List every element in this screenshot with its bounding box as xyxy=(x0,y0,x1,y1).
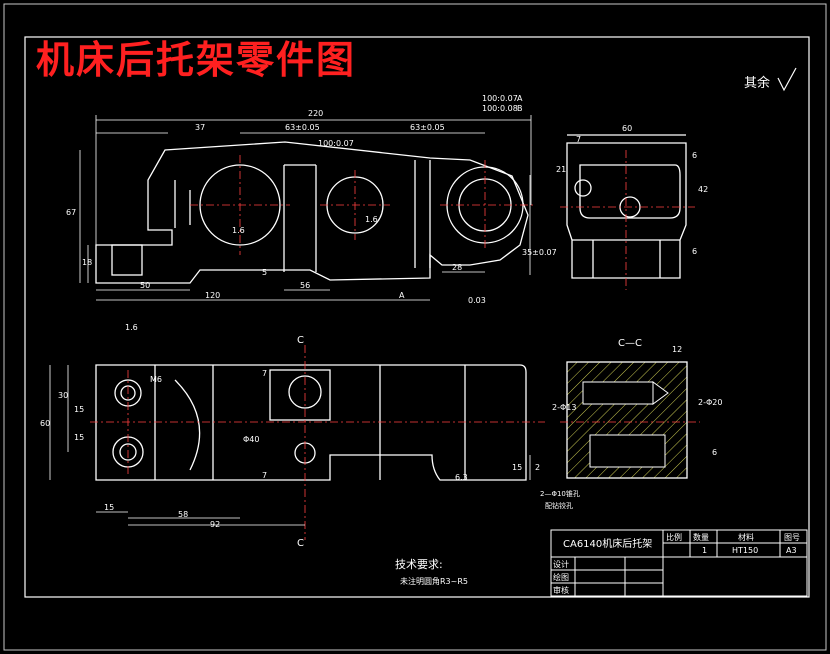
surface-finish-icon xyxy=(777,67,797,92)
qty-value: 1 xyxy=(702,546,707,555)
front-view xyxy=(95,141,529,284)
side-21: 21 xyxy=(556,165,566,174)
dim-35: 35±0.07 xyxy=(522,248,557,257)
ref-b: B xyxy=(517,104,523,113)
title-block-lines xyxy=(550,529,808,597)
dim-5: 5 xyxy=(262,268,267,277)
roughness-1: 1.6 xyxy=(125,323,138,332)
dim-67: 67 xyxy=(66,208,76,217)
dim-63b: 63±0.05 xyxy=(410,123,445,132)
plan-2: 2 xyxy=(535,463,540,472)
plan-92: 92 xyxy=(210,520,220,529)
drawing-border xyxy=(24,36,810,598)
side-centerlines xyxy=(560,150,695,290)
plan-7b: 7 xyxy=(262,471,267,480)
roughness-4: 6.3 xyxy=(455,473,468,482)
header-sheet: 图号 xyxy=(784,533,800,542)
section-title: C—C xyxy=(618,338,642,349)
tol-top2: 100:0.08 xyxy=(482,104,518,113)
dim-63a: 63±0.05 xyxy=(285,123,320,132)
dim-37: 37 xyxy=(195,123,205,132)
sec-phi13: 2-Φ13 xyxy=(552,403,576,412)
plan-58: 58 xyxy=(178,510,188,519)
material-value: HT150 xyxy=(732,546,758,555)
plan-15c: 15 xyxy=(104,503,114,512)
section-cc xyxy=(560,361,700,479)
side-60: 60 xyxy=(622,124,632,133)
sec-6: 6 xyxy=(712,448,717,457)
title-block-text: CA6140机床后托架 比例 数量 材料 图号 1 HT150 A3 设计 绘图… xyxy=(553,532,800,595)
design-label: 设计 xyxy=(553,559,569,569)
dim-50: 50 xyxy=(140,281,150,290)
front-centerlines xyxy=(190,155,535,255)
ref-a: A xyxy=(517,94,523,103)
checked-label: 审核 xyxy=(553,585,569,595)
ref-a-bottom: A xyxy=(399,291,405,300)
roughness-3: 1.6 xyxy=(365,215,378,224)
note-phi10: 2—Φ10锥孔 xyxy=(540,489,580,498)
tech-body: 未注明圆角R3~R5 xyxy=(400,576,468,586)
plan-dimension-lines xyxy=(49,365,531,526)
cut-c-top: C xyxy=(297,335,304,346)
side-6a: 6 xyxy=(692,151,697,160)
dim-28: 28 xyxy=(452,263,462,272)
header-material: 材料 xyxy=(738,532,754,542)
dim-18: 18 xyxy=(82,258,92,267)
phi40: Φ40 xyxy=(243,435,259,444)
plan-15b: 15 xyxy=(74,433,84,442)
dim-overall: 220 xyxy=(308,109,323,118)
dim-120: 120 xyxy=(205,291,220,300)
drawn-label: 绘图 xyxy=(553,572,569,582)
dimension-labels: 220 37 63±0.05 63±0.05 67 18 50 120 56 5… xyxy=(40,94,722,549)
side-6b: 6 xyxy=(692,247,697,256)
plan-60: 60 xyxy=(40,419,50,428)
plan-centerlines xyxy=(90,345,545,540)
sec-12: 12 xyxy=(672,345,682,354)
note-phi10b: 配钻铰孔 xyxy=(545,501,573,510)
tol-mid: 100:0.07 xyxy=(318,139,354,148)
header-qty: 数量 xyxy=(693,532,709,542)
front-dimension-lines xyxy=(79,115,532,301)
hole-m6: M6 xyxy=(150,375,162,384)
outer-border xyxy=(3,3,827,651)
drawing-title: 机床后托架零件图 xyxy=(36,37,357,82)
side-7: 7 xyxy=(576,135,581,144)
tech-heading: 技术要求: xyxy=(395,558,443,571)
plan-15a: 15 xyxy=(74,405,84,414)
surface-note: 其余 xyxy=(744,76,771,91)
dim-56: 56 xyxy=(300,281,310,290)
part-name: CA6140机床后托架 xyxy=(563,537,652,550)
side-view xyxy=(566,134,687,279)
tech-requirements: 技术要求: 未注明圆角R3~R5 xyxy=(395,558,468,586)
cut-c-bottom: C xyxy=(297,538,304,549)
tol-top1: 100:0.07 xyxy=(482,94,518,103)
flatness: 0.03 xyxy=(468,296,486,305)
sec-phi20: 2-Φ20 xyxy=(698,398,722,407)
header-scale: 比例 xyxy=(666,532,682,542)
sheet-value: A3 xyxy=(786,546,797,555)
plan-7a: 7 xyxy=(262,369,267,378)
roughness-2: 1.6 xyxy=(232,226,245,235)
plan-30: 30 xyxy=(58,391,68,400)
plan-15d: 15 xyxy=(512,463,522,472)
side-42: 42 xyxy=(698,185,708,194)
